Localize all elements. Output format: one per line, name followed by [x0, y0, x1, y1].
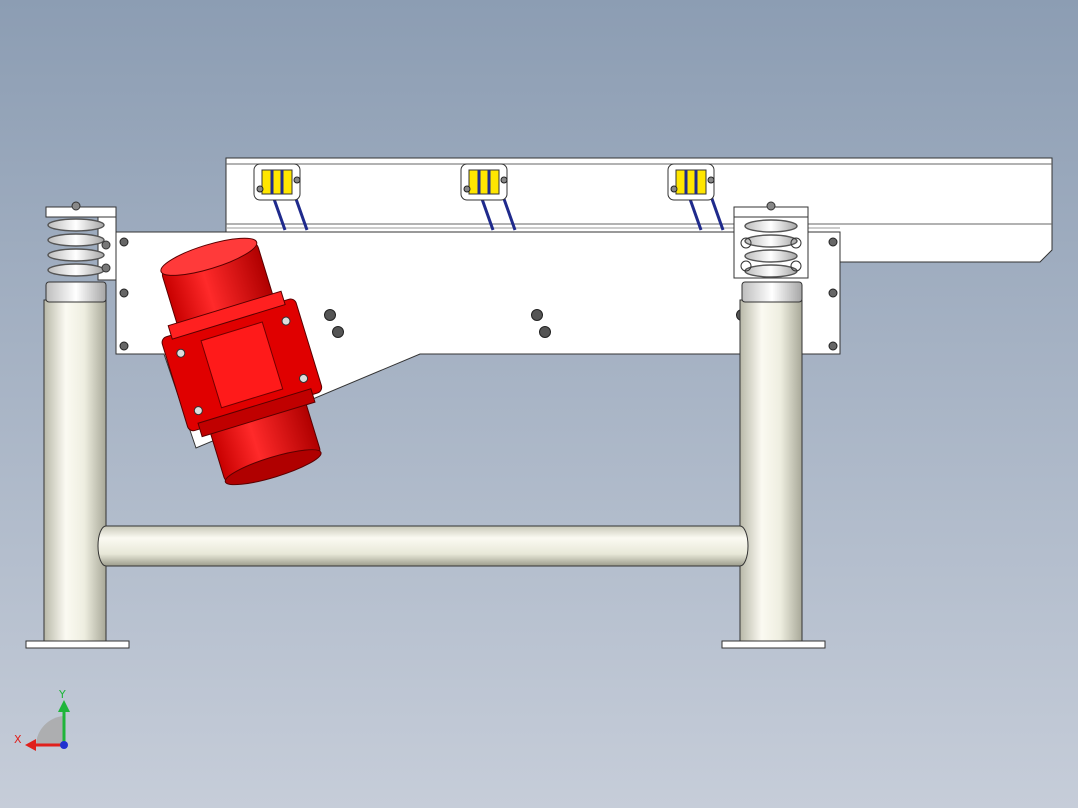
- left-spring-mount[interactable]: [45, 201, 117, 303]
- left-leg[interactable]: [25, 299, 130, 649]
- right-leg[interactable]: [721, 299, 826, 649]
- y-axis-arrow: [58, 700, 70, 712]
- hanger-clamp-2[interactable]: [460, 163, 517, 231]
- x-axis-arrow: [25, 739, 36, 751]
- motor-bolts: [176, 316, 309, 416]
- hanger-clamp-1[interactable]: [253, 163, 309, 231]
- right-spring-coil: [744, 219, 798, 278]
- hanger-clamp-3[interactable]: [667, 163, 725, 231]
- z-axis-dot: [60, 741, 68, 749]
- axis-triad[interactable]: Y X: [14, 688, 70, 751]
- x-axis-label: X: [14, 733, 22, 746]
- left-spring-coil: [47, 218, 105, 277]
- cross-bar[interactable]: [97, 525, 749, 567]
- right-spring-mount[interactable]: [733, 201, 809, 303]
- y-axis-label: Y: [58, 688, 66, 701]
- vibration-motor[interactable]: [138, 225, 343, 497]
